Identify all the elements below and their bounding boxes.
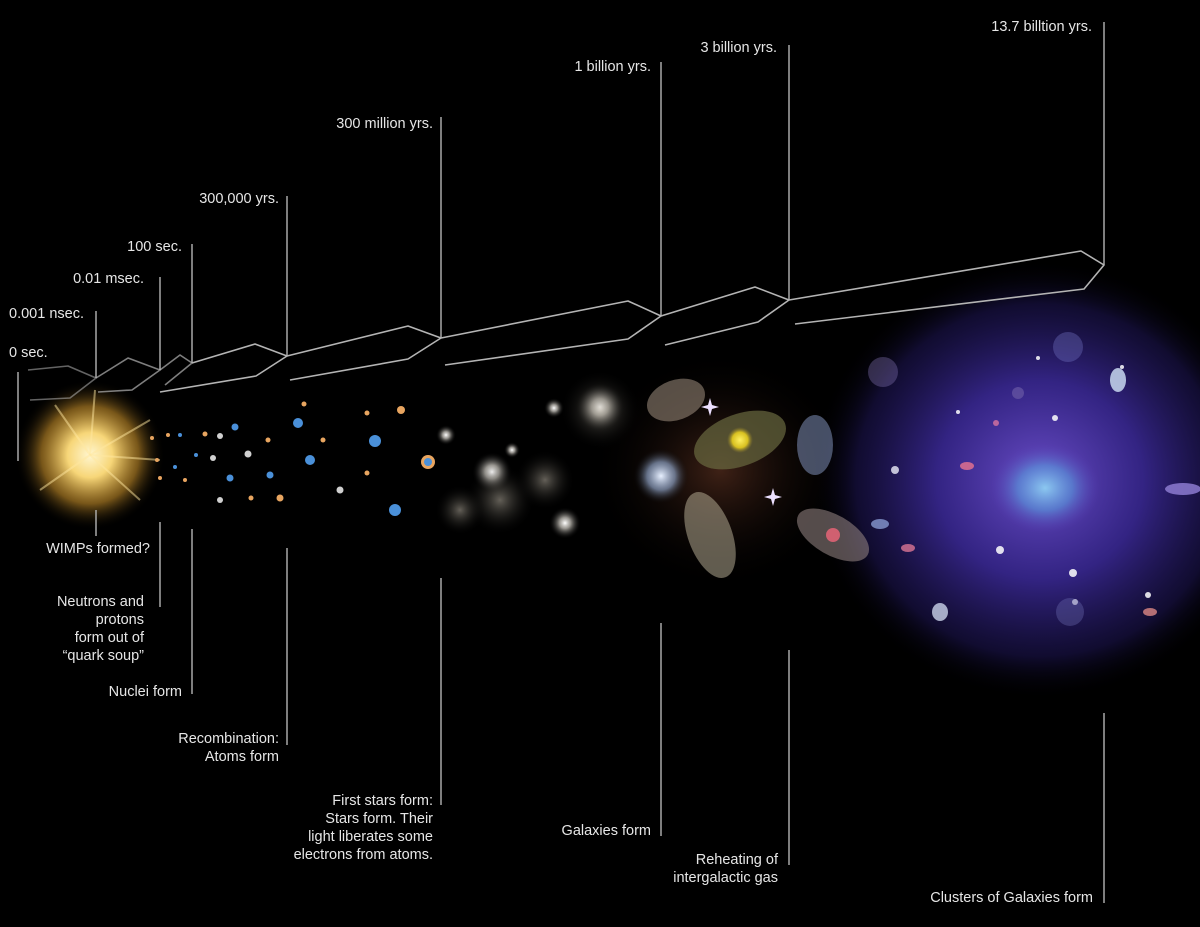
event-label-wimps: WIMPs formed?	[46, 541, 150, 557]
event-label-galaxies: Galaxies form	[561, 823, 651, 839]
galaxies	[633, 378, 870, 578]
cosmic-imagery	[15, 260, 1200, 700]
time-label-300000-yrs: 300,000 yrs.	[199, 191, 279, 207]
big-bang-rays	[39, 389, 161, 501]
first-stars	[435, 370, 640, 539]
cluster-core	[990, 443, 1100, 533]
event-label-neutrons-protons: Neutrons and protons form out of “quark …	[56, 594, 144, 664]
star-sparkle-icon	[701, 398, 719, 416]
cluster-galaxies	[868, 332, 1200, 626]
time-label-3-billion-yrs: 3 billion yrs.	[700, 40, 777, 56]
star-sparkle-icon	[764, 488, 782, 506]
time-label-300-million-yrs: 300 million yrs.	[336, 116, 433, 132]
globular-cluster	[633, 448, 689, 504]
event-label-first-stars: First stars form: Stars form. Their ligh…	[293, 793, 433, 863]
time-label-001-msec: 0.01 msec.	[73, 271, 144, 287]
time-label-100-sec: 100 sec.	[127, 239, 182, 255]
time-label-0001-nsec: 0.001 nsec.	[9, 306, 84, 322]
event-label-nuclei: Nuclei form	[108, 684, 182, 700]
event-label-reheating: Reheating of intergalactic gas	[673, 852, 778, 886]
event-leader-lines	[95, 510, 1105, 903]
event-label-clusters: Clusters of Galaxies form	[930, 890, 1093, 906]
time-label-0-sec: 0 sec.	[9, 345, 48, 361]
time-label-13-7-billion-yrs: 13.7 billtion yrs.	[991, 19, 1092, 35]
particles	[150, 401, 435, 516]
event-label-recombination: Recombination: Atoms form	[178, 731, 279, 765]
time-label-1-billion-yrs: 1 billion yrs.	[574, 59, 651, 75]
time-leader-lines	[17, 22, 1105, 461]
